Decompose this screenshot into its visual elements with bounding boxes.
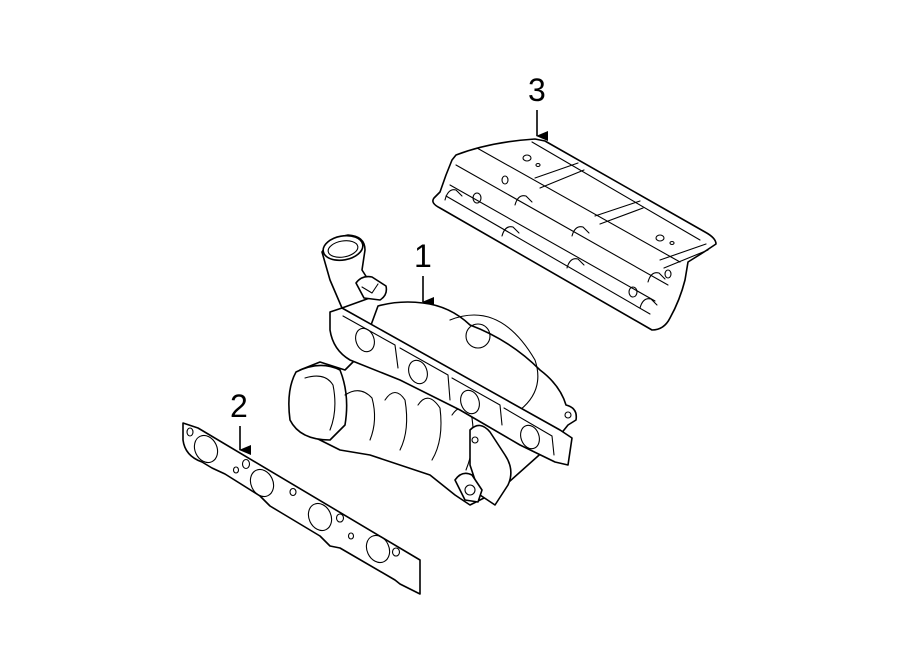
gasket-part-2 — [182, 422, 421, 595]
callout-3-label: 3 — [528, 72, 546, 108]
heat-shield-part-3 — [432, 138, 717, 331]
callout-2-label: 2 — [230, 388, 248, 424]
callout-arrows — [239, 110, 548, 455]
callout-1-label: 1 — [414, 238, 432, 274]
turbo-manifold-part-1 — [288, 234, 578, 506]
